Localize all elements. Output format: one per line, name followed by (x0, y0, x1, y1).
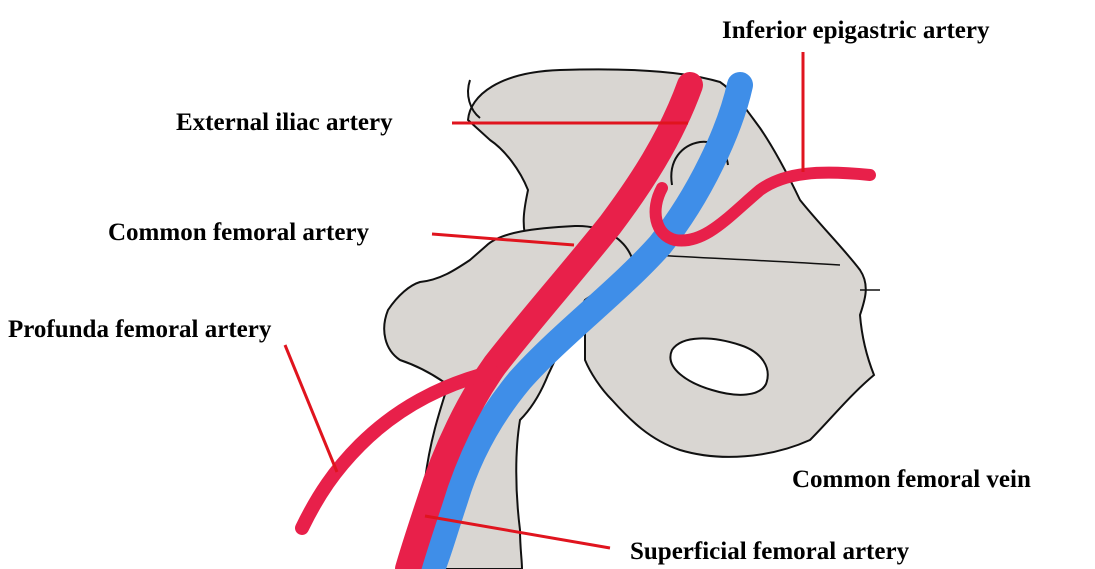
leader-line-profunda (285, 345, 337, 472)
label-common-femoral-vein: Common femoral vein (792, 467, 1031, 492)
label-inferior-epigastric-artery: Inferior epigastric artery (722, 18, 990, 43)
label-superficial-femoral-artery: Superficial femoral artery (630, 539, 909, 564)
label-profunda-femoral-artery: Profunda femoral artery (8, 317, 271, 342)
label-external-iliac-artery: External iliac artery (176, 110, 393, 135)
label-common-femoral-artery: Common femoral artery (108, 220, 369, 245)
